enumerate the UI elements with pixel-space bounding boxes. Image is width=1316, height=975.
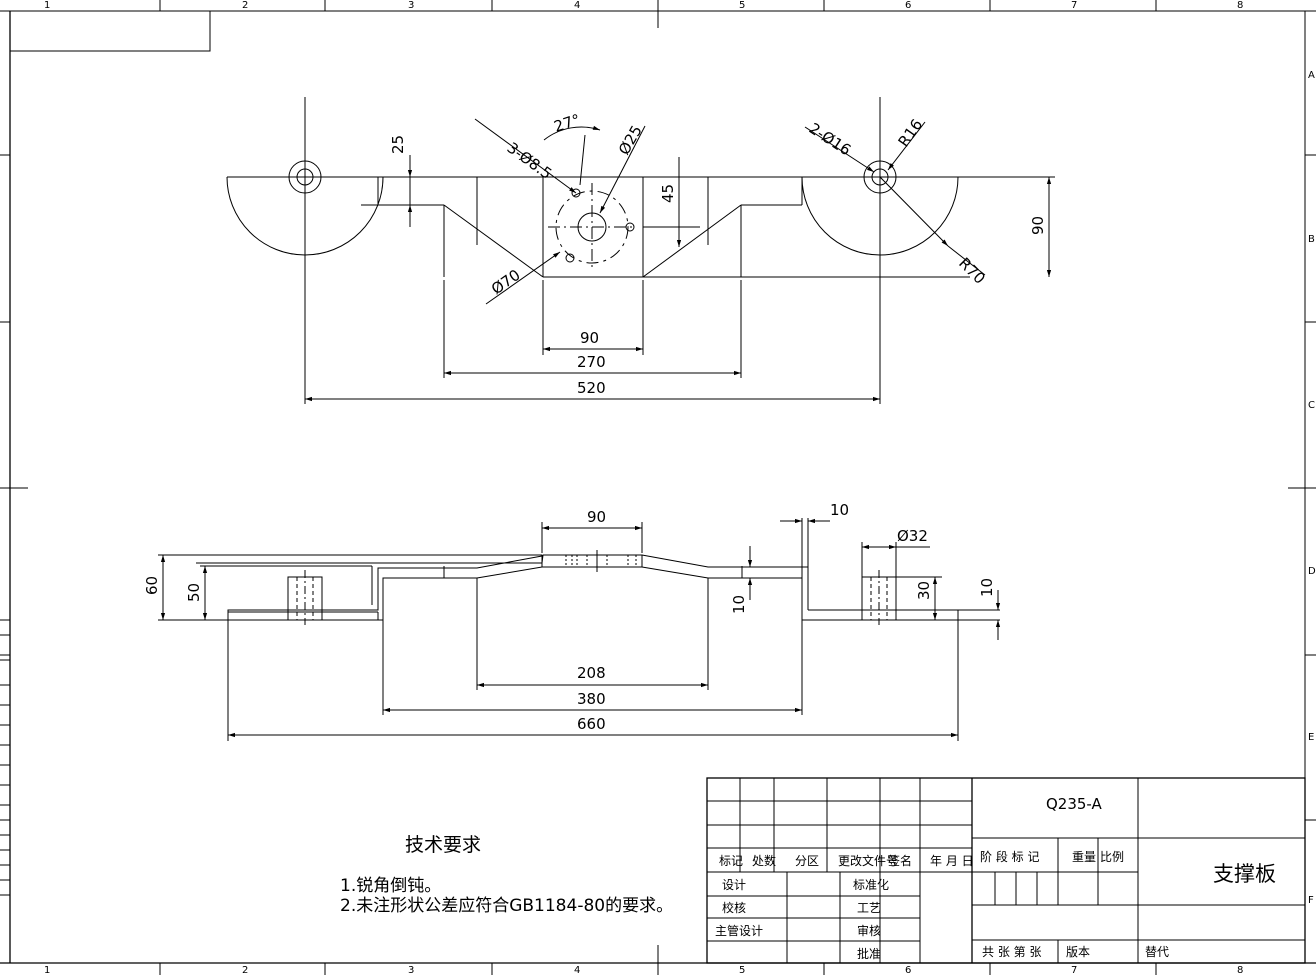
dim-25: 25 — [389, 135, 407, 154]
tb-header: 更改文件号 — [838, 853, 898, 868]
row-label: E — [1308, 732, 1314, 743]
col-label: 3 — [408, 0, 414, 11]
col-label: 4 — [574, 0, 580, 11]
front-view — [158, 518, 1001, 741]
dim-208: 208 — [577, 664, 606, 682]
front-view-labels: 90 10 Ø32 60 50 10 30 10 208 380 660 — [143, 501, 996, 733]
dim-270: 270 — [577, 353, 606, 371]
tb-row-label: 设计 — [722, 878, 746, 892]
top-view-labels: 3-Ø8.5 27° Ø25 2-Ø16 R16 R70 Ø70 25 45 9… — [389, 110, 1047, 397]
tb-row-label: 主管设计 — [715, 923, 763, 938]
dim-bolt-circle: Ø70 — [488, 266, 524, 298]
col-label: 7 — [1071, 0, 1077, 11]
title-block — [706, 777, 1306, 964]
part-name: 支撑板 — [1213, 862, 1276, 886]
col-label: 1 — [44, 0, 50, 11]
tb-row-label: 校核 — [722, 900, 746, 915]
tb-header: 处数 — [752, 853, 776, 868]
row-label: F — [1308, 895, 1314, 906]
col-label: 5 — [739, 0, 745, 11]
col-label: 2 — [242, 0, 248, 11]
col-label: 4 — [574, 965, 580, 975]
row-label: D — [1308, 566, 1316, 577]
col-label: 8 — [1237, 965, 1243, 975]
tb-header: 年 月 日 — [930, 854, 974, 868]
col-label: 7 — [1071, 965, 1077, 975]
dim-50: 50 — [185, 583, 203, 602]
row-label: A — [1308, 70, 1315, 81]
col-label: 1 — [44, 965, 50, 975]
dim-10-top: 10 — [830, 501, 849, 519]
dim-boss-radius: R16 — [895, 116, 927, 151]
dim-arc-radius: R70 — [955, 254, 989, 288]
dim-90: 90 — [580, 329, 599, 347]
tb-header: 签名 — [888, 853, 912, 868]
row-label: B — [1308, 234, 1315, 245]
dim-380: 380 — [577, 690, 606, 708]
material-label: Q235-A — [1046, 795, 1102, 813]
tb-header: 分区 — [795, 854, 819, 868]
dim-center-hole: Ø25 — [615, 122, 646, 158]
dim-end-holes: 2-Ø16 — [806, 119, 854, 159]
tb-version-label: 版本 — [1066, 945, 1090, 959]
tb-weight-label: 重量 — [1072, 850, 1096, 864]
tb-sheet-label: 共 张 第 张 — [982, 945, 1041, 959]
dim-hole-pattern: 3-Ø8.5 — [504, 139, 556, 183]
dim-10-mid: 10 — [730, 595, 748, 614]
col-label: 8 — [1237, 0, 1243, 11]
col-label: 3 — [408, 965, 414, 975]
title-block-labels: 标记 处数 分区 更改文件号 签名 年 月 日 设计 校核 主管设计 标准化 工… — [715, 849, 1169, 961]
dim-45: 45 — [659, 184, 677, 203]
tb-header: 标记 — [719, 854, 743, 868]
tb-row-label: 标准化 — [853, 878, 889, 892]
row-label: C — [1308, 400, 1315, 411]
col-label: 5 — [739, 965, 745, 975]
tb-scale-label: 比例 — [1100, 850, 1124, 864]
dim-60: 60 — [143, 576, 161, 595]
requirement-item: 2.未注形状公差应符合GB1184-80的要求。 — [340, 896, 674, 916]
dim-boss-dia: Ø32 — [897, 527, 928, 545]
tb-row-label: 工艺 — [857, 901, 881, 915]
tb-stage-label: 阶 段 标 记 — [980, 849, 1039, 864]
dim-30: 30 — [915, 581, 933, 600]
tb-replace-label: 替代 — [1145, 945, 1169, 959]
col-label: 2 — [242, 965, 248, 975]
border-labels: 1 2 3 4 5 6 7 8 1 2 3 4 5 6 7 8 A B C D … — [44, 0, 1316, 975]
col-label: 6 — [905, 0, 911, 11]
dim-520: 520 — [577, 379, 606, 397]
col-label: 6 — [905, 965, 911, 975]
dim-10-right: 10 — [978, 578, 996, 597]
requirement-item: 1.锐角倒钝。 — [340, 876, 442, 896]
dim-90-front: 90 — [587, 508, 606, 526]
dim-angle: 27° — [552, 110, 583, 135]
dim-660: 660 — [577, 715, 606, 733]
dim-90-height: 90 — [1029, 216, 1047, 235]
top-view — [226, 97, 1055, 404]
tb-row-label: 审核 — [857, 923, 881, 938]
tb-row-label: 批准 — [857, 946, 881, 961]
requirements-title: 技术要求 — [405, 834, 482, 856]
